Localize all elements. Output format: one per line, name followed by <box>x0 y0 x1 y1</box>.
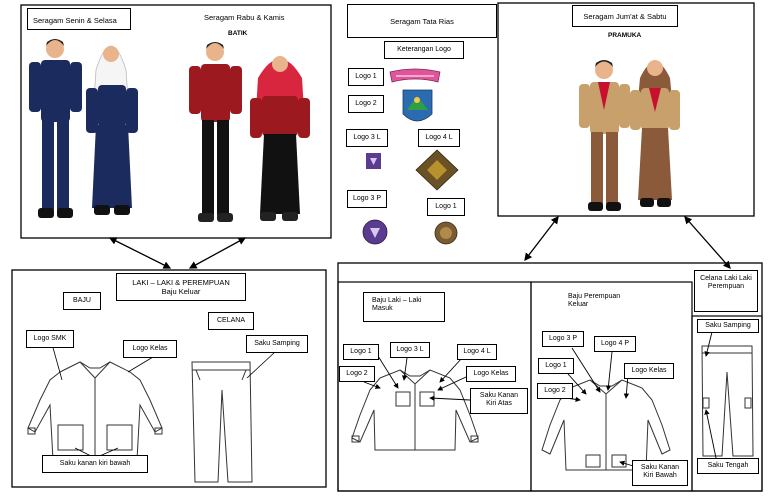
logo1-circle-icon <box>434 221 458 245</box>
figure-mon-tue-female <box>86 45 138 215</box>
logo4l-diamond-icon <box>415 149 459 191</box>
logo2-shield-icon <box>402 89 433 122</box>
shirt-outline-drawing <box>27 361 163 461</box>
bottom-left-header: LAKI – LAKI & PEREMPUAN Baju Keluar <box>116 273 246 301</box>
figure-fri-sat-female <box>630 60 680 207</box>
figure-wed-thu-female <box>250 56 310 221</box>
title-tata-rias: Seragam Tata Rias <box>347 4 497 38</box>
title-wed-thu: Seragam Rabu & Kamis <box>204 13 285 22</box>
male-logo1-label: Logo 1 <box>343 344 379 360</box>
male-logo2-label: Logo 2 <box>339 366 375 382</box>
pants-title: Celana Laki Laki Perempuan <box>694 270 758 312</box>
male-saku-label: Saku Kanan Kiri Atas <box>470 388 528 414</box>
label-saku-bawah: Saku kanan kiri bawah <box>42 455 148 473</box>
logo3p-circle-icon <box>362 219 388 245</box>
label-celana: CELANA <box>208 312 254 330</box>
title-fri-sat: Seragam Jum'at & Sabtu <box>572 5 678 27</box>
female-saku-label: Saku Kanan Kiri Bawah <box>632 460 688 486</box>
pants-pointers <box>704 331 717 459</box>
male-subtitle-text: Masuk <box>372 305 393 313</box>
subtitle-pramuka: PRAMUKA <box>608 32 642 39</box>
subtitle-batik: BATIK <box>228 30 248 37</box>
label-logo-kelas: Logo Kelas <box>123 340 177 358</box>
panel-frame-top-right <box>497 2 755 217</box>
pants-saku-tengah-label: Saku Tengah <box>697 458 759 474</box>
tata-rias-logo1b-label: Logo 1 <box>427 198 465 216</box>
pants-small-outline-drawing <box>701 345 754 457</box>
male-logo3-label: Logo 3 L <box>390 342 430 358</box>
figure-wed-thu-male <box>189 42 242 222</box>
label-saku-samping: Saku Samping <box>246 335 308 353</box>
pants-outline-drawing <box>191 361 253 483</box>
tata-rias-logo4l-label: Logo 4 L <box>418 129 460 147</box>
female-pointers <box>565 347 641 469</box>
link-arrows <box>108 215 731 269</box>
panel-frame-pants <box>691 315 763 492</box>
panel-frame-bottom-left <box>11 269 327 488</box>
legend-title: Keterangan Logo <box>384 41 464 59</box>
title-mon-tue: Seragam Senin & Selasa <box>27 8 131 30</box>
bottom-left-pointers <box>51 343 276 459</box>
tata-rias-logo1-label: Logo 1 <box>348 68 384 86</box>
female-logo-kelas-label: Logo Kelas <box>624 363 674 379</box>
label-logo-smk: Logo SMK <box>26 330 74 348</box>
tata-rias-logo3p-label: Logo 3 P <box>347 190 387 208</box>
tata-rias-logo2-label: Logo 2 <box>348 95 384 113</box>
male-logo4-label: Logo 4 L <box>457 344 497 360</box>
panel-frame-top-left <box>20 4 332 239</box>
logo3l-emblem-icon <box>370 158 377 165</box>
pants-saku-samping-label: Saku Samping <box>697 319 759 333</box>
female-title: Baju Perempuan Keluar <box>560 289 638 319</box>
bottom-left-header-sub: Baju Keluar <box>161 287 201 296</box>
logo1-banner-icon <box>389 68 441 83</box>
male-pointers <box>363 355 471 401</box>
male-shirt-outline-drawing <box>351 369 479 451</box>
figure-mon-tue-male <box>29 39 82 218</box>
label-baju: BAJU <box>63 292 101 310</box>
bottom-left-header-title: LAKI – LAKI & PEREMPUAN <box>132 278 230 287</box>
female-logo2-label: Logo 2 <box>537 383 573 399</box>
figure-fri-sat-male <box>579 60 630 211</box>
tata-rias-logo3l-label: Logo 3 L <box>346 129 388 147</box>
female-subtitle-text: Keluar <box>568 301 589 309</box>
male-logo-kelas-label: Logo Kelas <box>466 366 516 382</box>
female-logo4-label: Logo 4 P <box>594 336 636 352</box>
female-logo3-label: Logo 3 P <box>542 331 584 347</box>
female-title-text: Baju Perempuan <box>568 293 621 300</box>
male-title-text: Baju Laki – Laki <box>372 297 422 304</box>
female-logo1-label: Logo 1 <box>538 358 574 374</box>
male-title: Baju Laki – Laki Masuk <box>363 292 445 322</box>
